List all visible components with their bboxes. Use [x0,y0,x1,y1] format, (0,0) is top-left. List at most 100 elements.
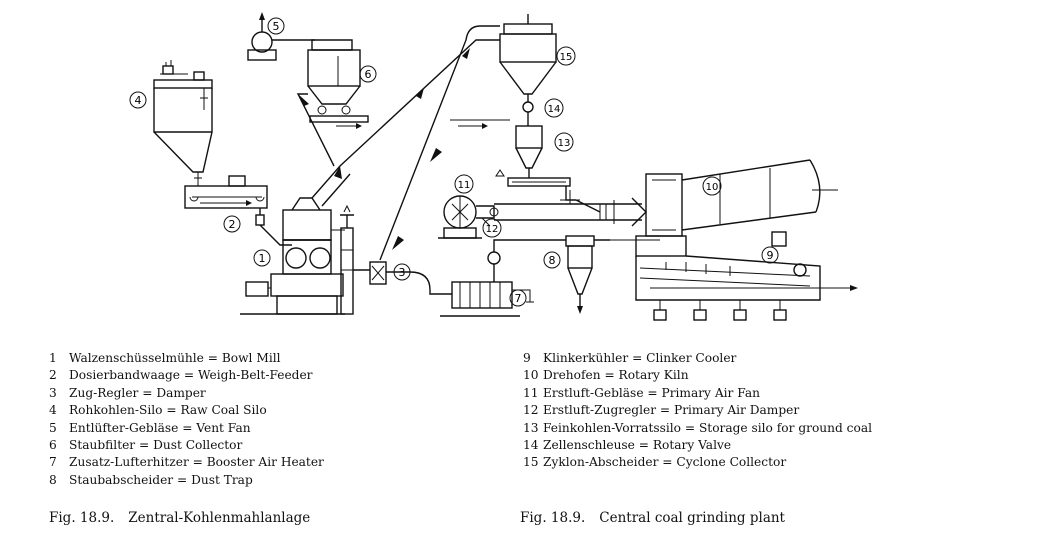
legend-item: 6 Staubfilter = Dust Collector [49,437,324,454]
primary-air-fan [438,195,495,239]
label-9: 9 [761,246,779,264]
weigh-belt-feeder [184,175,292,246]
legend-item-number: 12 [523,403,539,418]
legend-item: 5 Entlüfter-Gebläse = Vent Fan [49,420,324,437]
label-12-text: 12 [486,224,499,235]
legend-item: 12 Erstluft-Zugregler = Primary Air Dampe… [523,402,872,419]
raw-coal-silo [153,60,213,186]
legend-item-text: Rohkohlen-Silo = Raw Coal Silo [69,403,267,418]
legend-item-text: Klinkerkühler = Clinker Cooler [543,351,737,365]
legend-item-text: Erstluft-Gebläse = Primary Air Fan [543,385,760,400]
label-3: 3 [393,263,411,281]
dust-collector-feed [296,93,335,167]
legend-item-number: 3 [49,385,57,400]
label-14: 14 [544,98,564,118]
label-5: 5 [267,17,285,35]
legend-item-text: Staubfilter = Dust Collector [69,438,243,453]
label-7: 7 [509,289,527,307]
legend-item-number: 6 [49,438,57,453]
label-13: 13 [554,132,574,152]
legend-item-text: Zellenschleuse = Rotary Valve [543,438,732,453]
legend-item-number: 4 [49,403,57,418]
legend-item-text: Walzenschüsselmühle = Bowl Mill [69,351,281,365]
screw-conveyor [495,169,576,201]
label-1: 1 [253,249,271,267]
cyclone-collector [499,14,557,126]
label-8: 8 [543,251,561,269]
legend-item-number: 11 [523,385,539,400]
label-10: 10 [702,176,722,196]
legend-item-number: 7 [49,455,57,470]
legend-item: 3 Zug-Regler = Damper [49,385,324,402]
clinker-cooler [610,231,858,321]
label-5-text: 5 [273,20,280,33]
legend-item-text: Staubabscheider = Dust Trap [69,472,253,487]
caption-right-fig: Fig. 18.9. [520,510,586,526]
legend-item-number: 1 [49,351,57,365]
legend-item-text: Drehofen = Rotary Kiln [543,368,689,383]
label-10-text: 10 [706,182,719,193]
legend-item-text: Feinkohlen-Vorratssilo = Storage silo fo… [543,420,872,435]
legend-item: 13 Feinkohlen-Vorratssilo = Storage silo … [523,420,872,437]
label-6-text: 6 [365,68,372,81]
legend-item: 4 Rohkohlen-Silo = Raw Coal Silo [49,402,324,419]
label-4: 4 [129,91,147,109]
caption-left: Fig. 18.9. Zentral-Kohlenmahlanlage [49,510,310,526]
label-2: 2 [223,215,241,233]
label-11: 11 [454,174,474,194]
plant-schematic: 1 2 3 4 5 6 7 8 9 10 11 12 13 14 15 [129,12,858,321]
label-12: 12 [482,218,502,238]
fuel-line-to-kiln [575,199,601,213]
dust-collector [307,39,369,129]
legend-item-text: Zyklon-Abscheider = Cyclone Collector [543,455,787,470]
coal-dust-pipe [311,39,500,207]
legend-item-number: 9 [523,351,531,365]
return-air-pipe [379,25,500,261]
caption-left-fig: Fig. 18.9. [49,510,115,526]
label-15: 15 [556,46,576,66]
label-15-text: 15 [560,52,573,63]
legend-item: 14 Zellenschleuse = Rotary Valve [523,437,872,454]
label-4-text: 4 [135,94,142,107]
label-6: 6 [359,65,377,83]
damper [353,261,452,295]
legend-item: 11 Erstluft-Gebläse = Primary Air Fan [523,385,872,402]
booster-air-heater [440,239,540,317]
legend-item-number: 8 [49,472,57,487]
legend-item-number: 5 [49,420,57,435]
label-2-text: 2 [229,218,236,231]
mill-outlet-duct [340,204,354,315]
label-14-text: 14 [548,104,561,115]
label-11-text: 11 [458,180,471,191]
rotary-kiln [645,159,838,237]
legend-item-number: 14 [523,438,539,453]
legend-item-number: 15 [523,455,539,470]
legend-item-text: Zug-Regler = Damper [69,385,206,400]
legend-item-text: Dosierbandwaage = Weigh-Belt-Feeder [69,368,313,383]
legend-item-text: Entlüfter-Gebläse = Vent Fan [69,420,251,435]
legend-item: 9 Klinkerkühler = Clinker Cooler [523,350,872,367]
legend-item: 7 Zusatz-Lufterhitzer = Booster Air Heate… [49,454,324,471]
component-labels: 1 2 3 4 5 6 7 8 9 10 11 12 13 14 15 [129,17,779,307]
label-3-text: 3 [399,266,406,279]
vent-fan [247,12,315,61]
legend-item-text: Zusatz-Lufterhitzer = Booster Air Heater [69,455,324,470]
bowl-mill [240,197,345,315]
legend-item-text: Erstluft-Zugregler = Primary Air Damper [543,403,800,418]
caption-left-title: Zentral-Kohlenmahlanlage [128,510,311,526]
primary-air-duct [494,190,647,227]
label-1-text: 1 [259,252,266,265]
primary-air-damper [481,207,499,227]
ground-coal-silo [450,119,543,178]
label-8-text: 8 [549,254,556,267]
legend-item-number: 13 [523,420,539,435]
legend-item: 8 Staubabscheider = Dust Trap [49,472,324,489]
label-9-text: 9 [767,249,774,262]
legend-item: 15 Zyklon-Abscheider = Cyclone Collector [523,454,872,471]
caption-right-title: Central coal grinding plant [599,510,785,526]
legend-item: 1 Walzenschüsselmühle = Bowl Mill [49,350,324,367]
